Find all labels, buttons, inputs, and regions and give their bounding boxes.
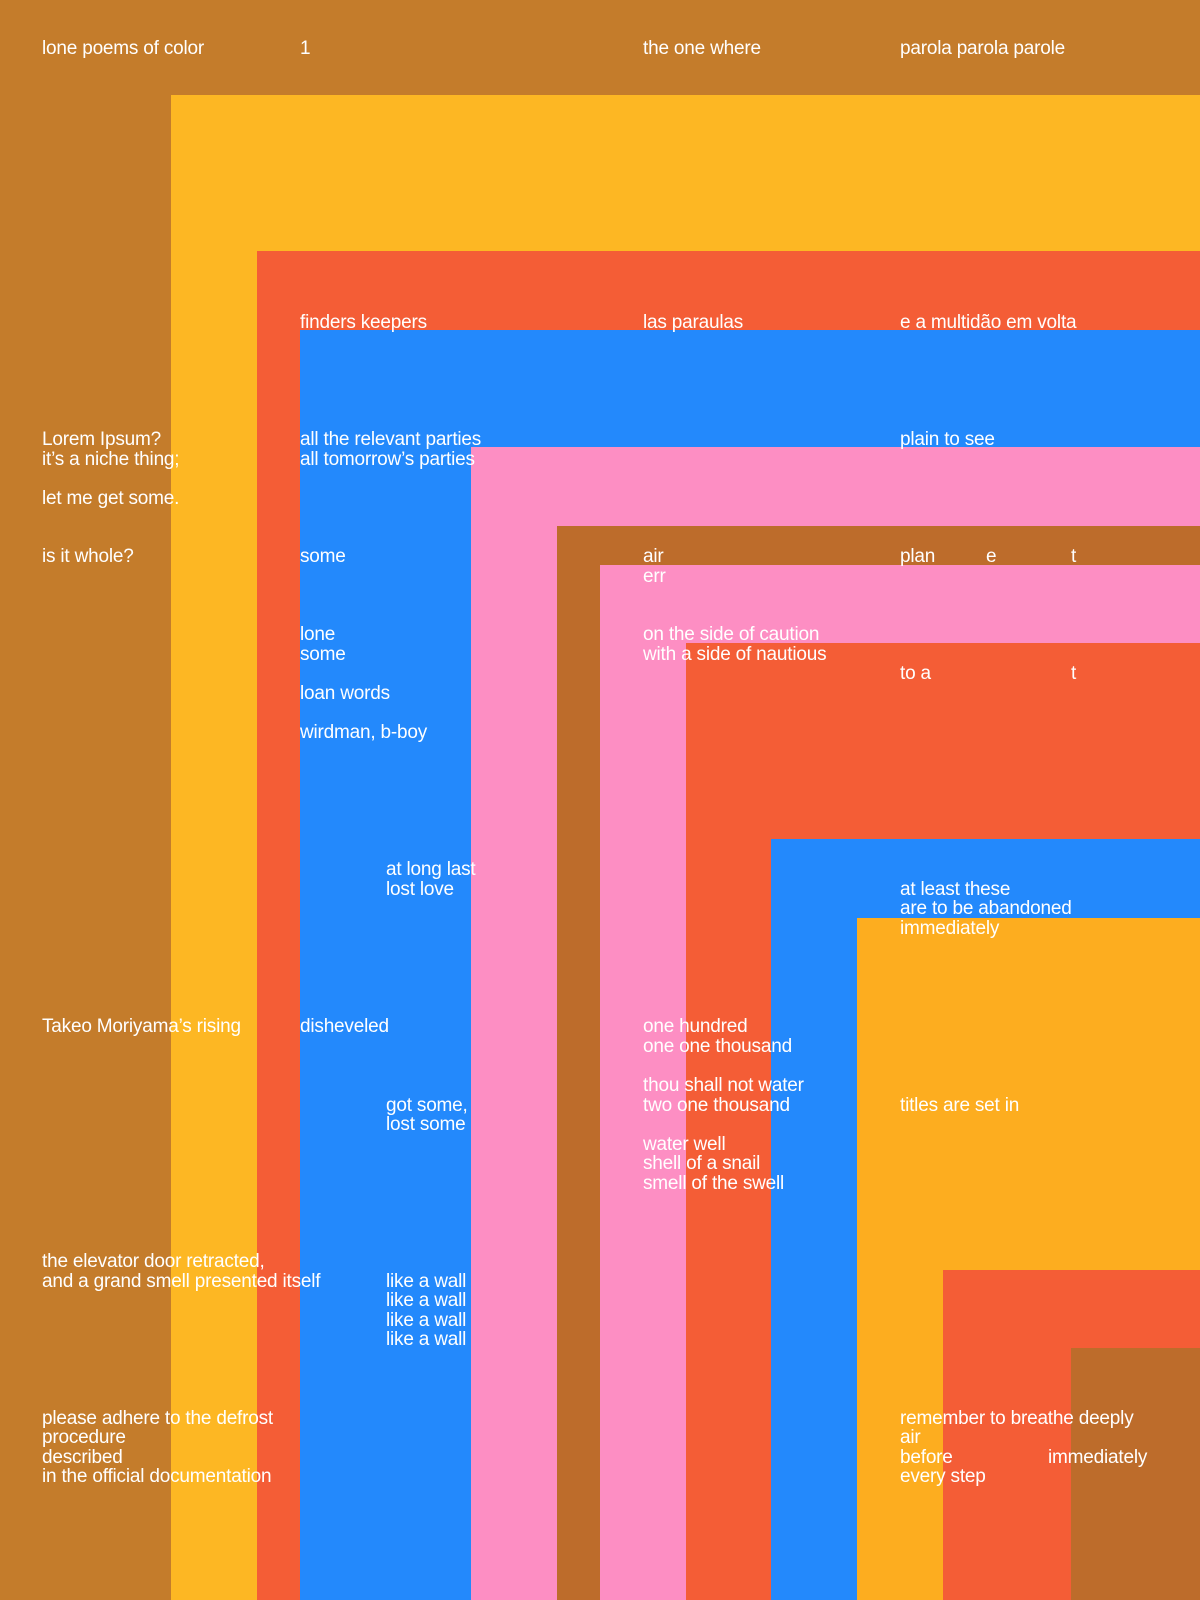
text-defrost: please adhere to the defrost [42,1408,274,1429]
text-finders-keepers: finders keepers [300,312,427,333]
text-smell-of-the-swell: smell of the swell [643,1173,785,1194]
text-grand-smell: and a grand smell presented itself [42,1271,321,1292]
text-multidao: e a multidão em volta [900,312,1077,333]
text-tomorrows-parties: all tomorrow’s parties [300,449,475,470]
text-plan-e: e [986,546,997,567]
text-let-me-get-some: let me get some. [42,488,180,509]
text-before-immediately: immediately [1048,1447,1148,1468]
text-titles-are-set-in: titles are set in [900,1095,1020,1116]
header-parola: parola parola parole [900,38,1066,59]
text-got-some: got some, [386,1095,468,1116]
text-lone: lone [300,624,336,645]
header-the-one-where: the one where [643,38,761,59]
band-brown-corner [1071,1348,1200,1600]
text-disheveled: disheveled [300,1016,389,1037]
text-err: err [643,566,666,587]
text-described: described [42,1447,123,1468]
text-at-least-these: at least these [900,879,1011,900]
text-like-a-wall-4: like a wall [386,1329,467,1350]
text-plan: plan [900,546,936,567]
text-air: air [643,546,664,567]
text-moriyama: Takeo Moriyama’s rising [42,1016,241,1037]
text-relevant-parties: all the relevant parties [300,429,482,450]
text-one-hundred: one hundred [643,1016,748,1037]
text-one-one-thousand: one one thousand [643,1036,792,1057]
text-breathe-air: air [900,1427,921,1448]
text-elevator-door: the elevator door retracted, [42,1251,265,1272]
text-every-step: every step [900,1466,986,1487]
text-is-it-whole: is it whole? [42,546,134,567]
text-lone-some: some [300,644,346,665]
text-two-one-thousand: two one thousand [643,1095,790,1116]
text-lost-some: lost some [386,1114,466,1135]
text-niche-thing: it’s a niche thing; [42,449,180,470]
text-like-a-wall-1: like a wall [386,1271,467,1292]
text-official-documentation: in the official documentation [42,1466,272,1487]
text-at-long-last: at long last [386,859,476,880]
text-immediately: immediately [900,918,1000,939]
text-like-a-wall-2: like a wall [386,1290,467,1311]
text-las-paraulas: las paraulas [643,312,744,333]
text-some: some [300,546,346,567]
text-before: before [900,1447,953,1468]
text-shell-of-a-snail: shell of a snail [643,1153,761,1174]
text-plain-to-see: plain to see [900,429,995,450]
text-to-a: to a [900,663,931,684]
text-thou-shall-not-water: thou shall not water [643,1075,804,1096]
text-wirdman: wirdman, b-boy [300,722,428,743]
text-to-a-t: t [1071,663,1077,684]
poster-number: 1 [300,38,311,59]
text-lorem-ipsum: Lorem Ipsum? [42,429,162,450]
text-plan-t: t [1071,546,1077,567]
text-side-of-caution: on the side of caution [643,624,820,645]
text-loan-words: loan words [300,683,390,704]
text-lost-love: lost love [386,879,454,900]
text-water-well: water well [643,1134,726,1155]
text-procedure: procedure [42,1427,126,1448]
poster-title: lone poems of color [42,38,205,59]
text-abandoned: are to be abandoned [900,898,1072,919]
text-breathe-deeply: remember to breathe deeply [900,1408,1134,1429]
text-like-a-wall-3: like a wall [386,1310,467,1331]
text-side-of-nautious: with a side of nautious [643,644,827,665]
